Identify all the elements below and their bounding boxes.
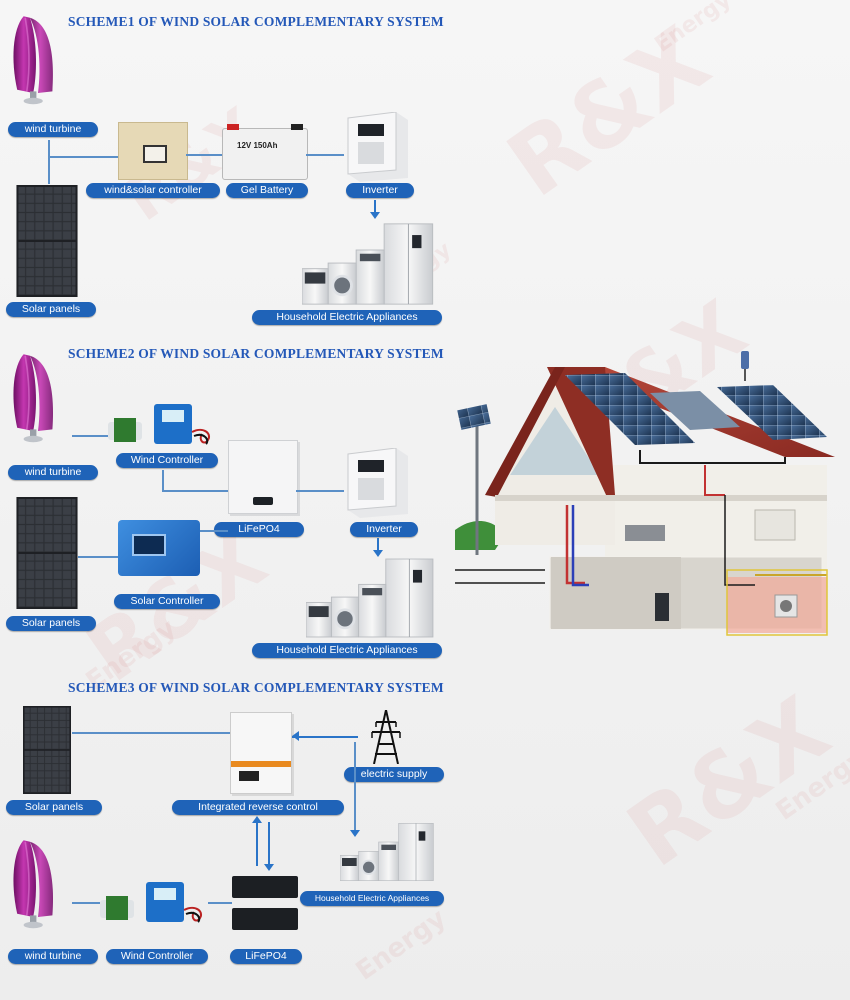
electric-supply-label: electric supply <box>344 767 444 782</box>
lifepo4-battery-image <box>232 908 298 930</box>
turbine-label: wind turbine <box>8 122 98 137</box>
arrow-down-icon <box>370 212 380 219</box>
wind-turbine-image <box>12 839 54 930</box>
integrated-inverter-image <box>230 712 292 794</box>
connector-line <box>48 156 118 158</box>
watermark-logo: R&X <box>489 7 728 218</box>
connector-line <box>72 732 230 734</box>
appliances-label: Household Electric Appliances <box>300 891 444 906</box>
turbine-label: wind turbine <box>8 949 98 964</box>
solar-panels-label: Solar panels <box>6 616 96 631</box>
arrow-down-icon <box>350 830 360 837</box>
wind-controller-label: Wind Controller <box>116 453 218 468</box>
arrow-up-icon <box>252 816 262 823</box>
wind-controller-image <box>100 881 203 923</box>
connector-line <box>78 556 118 558</box>
battery-print: 12V 150Ah <box>237 141 278 150</box>
connector-line <box>354 742 356 832</box>
connector-line <box>186 154 222 156</box>
arrow-line <box>292 736 358 738</box>
connector-line <box>208 902 232 904</box>
appliances-label: Household Electric Appliances <box>252 310 442 325</box>
lifepo4-label: LiFePO4 <box>230 949 302 964</box>
appliances-image <box>302 222 435 306</box>
lifepo4-label: LiFePO4 <box>214 522 304 537</box>
inverter-image <box>347 448 409 518</box>
connector-line <box>162 490 228 492</box>
solar-controller-label: Solar Controller <box>114 594 220 609</box>
inverter-image <box>347 112 409 182</box>
wind-turbine-image <box>12 353 54 444</box>
connector-line <box>296 490 344 492</box>
integrated-control-label: Integrated reverse control <box>172 800 344 815</box>
connector-line <box>72 435 108 437</box>
solar-panel-image <box>16 497 78 609</box>
power-tower-icon <box>371 710 401 764</box>
solar-panel-image <box>16 185 78 297</box>
solar-panel-image <box>23 706 71 794</box>
appliances-image <box>306 557 435 639</box>
arrow-line <box>377 538 379 552</box>
gel-battery-image: 12V 150Ah <box>222 124 308 180</box>
lifepo4-battery-image <box>228 440 298 514</box>
arrow-line <box>256 822 258 866</box>
inverter-label: Inverter <box>350 522 418 537</box>
wind-turbine-image <box>12 15 54 106</box>
wind-controller-image <box>108 403 211 445</box>
wind-solar-controller-image <box>118 122 188 180</box>
controller-label: wind&solar controller <box>86 183 220 198</box>
scheme3-title: SCHEME3 OF WIND SOLAR COMPLEMENTARY SYST… <box>68 680 444 695</box>
solar-panels-label: Solar panels <box>6 800 102 815</box>
arrow-line <box>374 200 376 214</box>
scheme1-title: SCHEME1 OF WIND SOLAR COMPLEMENTARY SYST… <box>68 14 444 29</box>
connector-line <box>162 470 164 492</box>
house-illustration <box>455 351 835 636</box>
connector-line <box>200 530 228 532</box>
arrow-down-icon <box>264 864 274 871</box>
wind-controller-label: Wind Controller <box>106 949 208 964</box>
gel-battery-label: Gel Battery <box>226 183 308 198</box>
turbine-label: wind turbine <box>8 465 98 480</box>
lifepo4-battery-image <box>232 876 298 898</box>
scheme2-title: SCHEME2 OF WIND SOLAR COMPLEMENTARY SYST… <box>68 346 444 361</box>
connector-line <box>306 154 344 156</box>
watermark-sub: Energy <box>350 903 452 987</box>
inverter-label: Inverter <box>346 183 414 198</box>
solar-panels-label: Solar panels <box>6 302 96 317</box>
arrow-down-icon <box>373 550 383 557</box>
arrow-left-icon <box>292 731 299 741</box>
connector-line <box>48 140 50 184</box>
appliances-label: Household Electric Appliances <box>252 643 442 658</box>
arrow-line <box>268 822 270 866</box>
solar-controller-image <box>118 520 200 576</box>
connector-line <box>72 902 100 904</box>
